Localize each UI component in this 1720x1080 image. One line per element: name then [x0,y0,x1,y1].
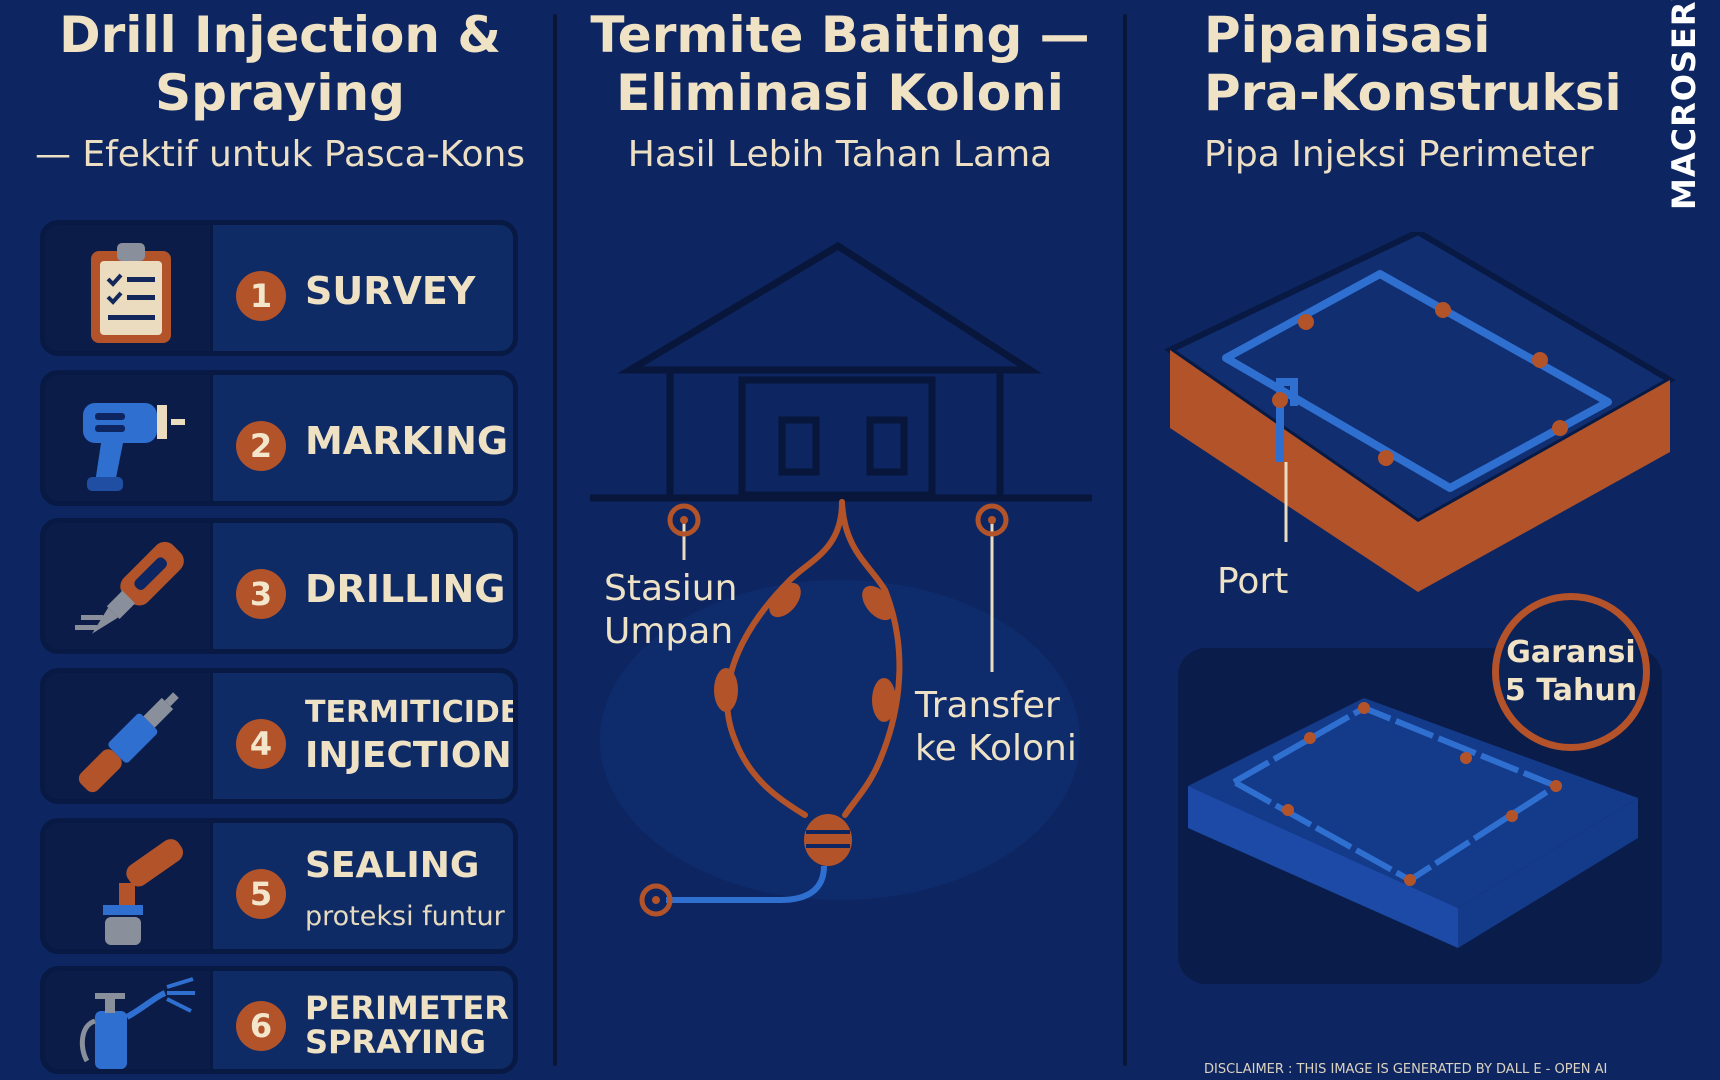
middle-title: Termite Baiting — Eliminasi Koloni [580,6,1100,122]
termite-baiting-diagram [590,241,1092,917]
step-marking: 2 MARKING [40,370,518,506]
sealant-icon [103,839,184,945]
step-number: 6 [236,1001,286,1051]
step-perimeter-spraying: 6 PERIMETER SPRAYING [40,966,518,1074]
label-transfer-line1: Transfer [915,685,1060,726]
disclaimer: DISCLAIMER : THIS IMAGE IS GENERATED BY … [1204,1062,1608,1077]
step-sublabel: proteksi funtur [305,901,505,932]
step-drilling: 3 DRILLING [40,518,518,654]
warranty-badge: Garansi 5 Tahun [1492,593,1650,751]
badge-line2: 5 Tahun [1504,673,1638,708]
step-termiticide-injection: 4 TERMITICIDE INJECTION [40,668,518,804]
step-survey: 1 SURVEY [40,220,518,356]
step-label-line2: SPRAYING [305,1023,486,1061]
column-divider-left [553,14,557,1066]
right-title-line2: Pra-Konstruksi [1204,64,1622,122]
step-icon-cell [45,225,210,351]
label-bait-station: Stasiun Umpan [604,567,737,653]
marking-gun-icon [83,403,185,491]
drill-bit-icon [75,541,184,634]
pipe-to-colony [666,865,827,903]
step-label: SURVEY [305,269,476,313]
label-bait-station-line1: Stasiun [604,568,738,609]
injector-icon [78,692,179,793]
step-number: 4 [236,719,286,769]
step-icon-cell [45,823,210,949]
badge-line1: Garansi [1506,635,1636,670]
step-number: 1 [236,271,286,321]
soil-glow [600,580,1080,900]
sprayer-icon [79,977,195,1069]
right-title: Pipanisasi Pra-Konstruksi [1204,6,1624,122]
step-label-cell: 5 SEALING proteksi funtur [210,823,513,949]
step-icon-cell [45,971,210,1069]
house-icon [590,241,1092,502]
step-number: 5 [236,869,286,919]
step-label: MARKING [305,419,509,463]
column-divider-right [1123,14,1127,1066]
step-label-line1: TERMITICIDE [305,695,518,730]
right-title-line1: Pipanisasi [1204,6,1491,64]
step-label-line2: INJECTION [305,735,512,776]
left-title-line1: Drill Injection & [59,6,501,64]
slab-pipe-diagram-top [1164,232,1677,592]
label-bait-station-line2: Umpan [604,611,734,652]
step-label-cell: 1 SURVEY [210,225,513,351]
label-port: Port [1217,561,1289,602]
bait-station-icon [667,503,701,537]
brand-watermark: MACROSERVICE.CO.ID [1665,0,1703,210]
bait-station-icon [975,503,1009,537]
step-label-cell: 6 PERIMETER SPRAYING [210,971,513,1069]
left-title-line2: Spraying [155,64,405,122]
middle-subtitle: Hasil Lebih Tahan Lama [627,134,1053,175]
step-number: 3 [236,569,286,619]
step-number: 2 [236,421,286,471]
middle-title-line1: Termite Baiting — [590,6,1090,64]
termite-trail [724,499,903,818]
bait-station-icon [639,883,673,917]
step-label-cell: 4 TERMITICIDE INJECTION [210,673,513,799]
right-subtitle: Pipa Injeksi Perimeter [1204,134,1594,175]
step-label-cell: 2 MARKING [210,375,513,501]
step-icon-cell [45,375,210,501]
label-transfer-colony: Transfer ke Koloni [915,684,1077,770]
label-transfer-line2: ke Koloni [915,728,1077,769]
step-label-line1: PERIMETER [305,989,509,1027]
left-title: Drill Injection & Spraying [30,6,530,122]
termite-icon [714,582,896,722]
clipboard-icon [91,243,171,343]
colony-icon [804,814,852,866]
step-icon-cell [45,673,210,799]
step-icon-cell [45,523,210,649]
left-subtitle: — Efektif untuk Pasca-Kons [34,134,526,175]
step-label-cell: 3 DRILLING [210,523,513,649]
middle-title-line2: Eliminasi Koloni [616,64,1064,122]
step-label: DRILLING [305,567,506,611]
step-sealing: 5 SEALING proteksi funtur [40,818,518,954]
step-label: SEALING [305,845,480,886]
